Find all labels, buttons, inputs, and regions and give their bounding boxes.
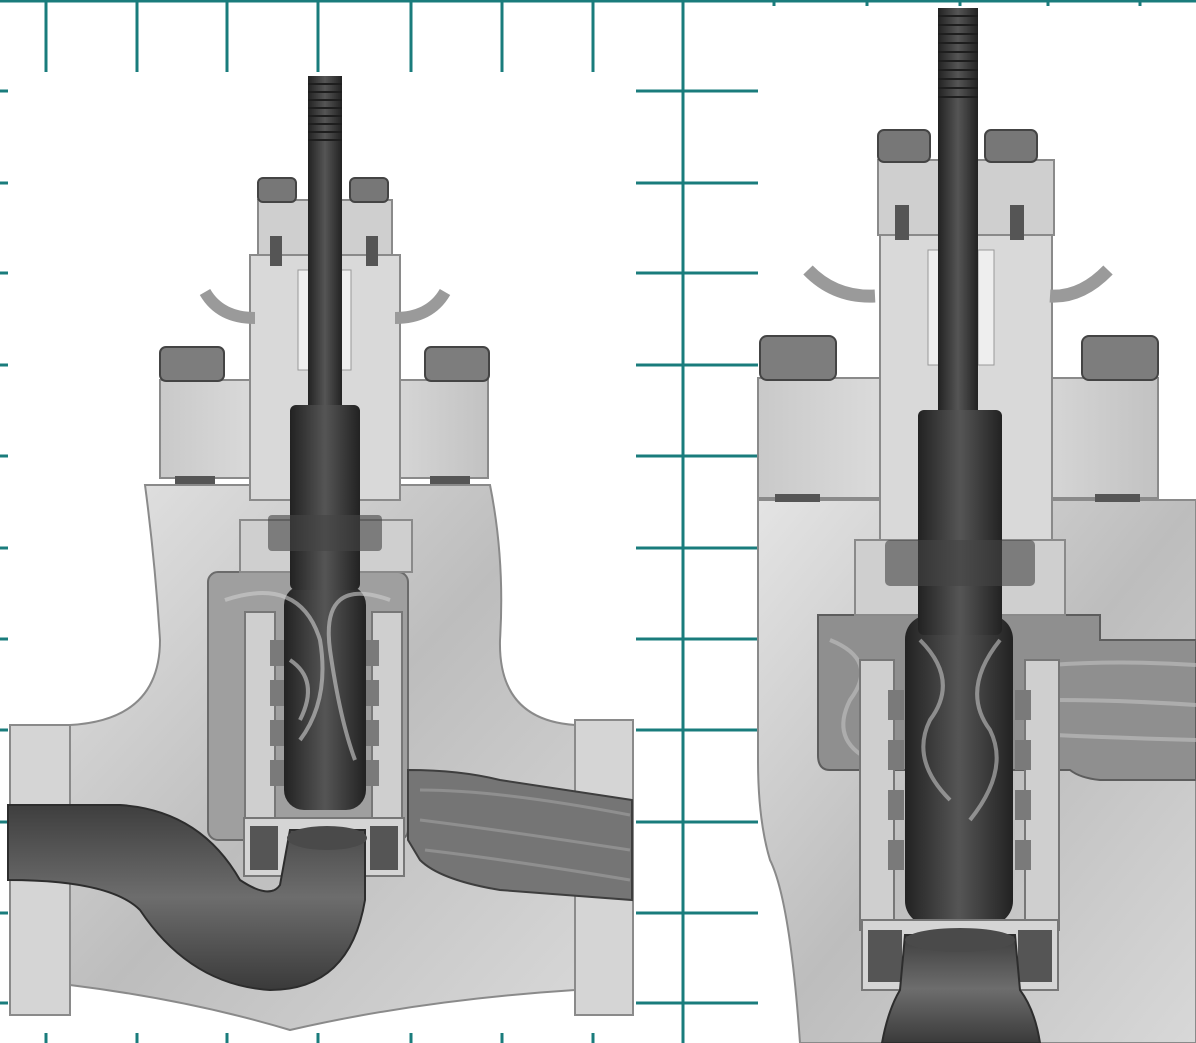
stem-icon xyxy=(308,76,342,406)
bolt-icon xyxy=(159,346,490,382)
plug xyxy=(905,615,1013,925)
stem-icon xyxy=(938,8,978,413)
plug xyxy=(284,585,366,810)
inlet-pipe xyxy=(880,934,1042,1043)
flow-path-icon xyxy=(918,638,1002,822)
valve-left xyxy=(7,76,634,1032)
outlet-pipe xyxy=(7,804,366,992)
valve-right xyxy=(757,8,1196,1043)
flow-path-icon xyxy=(224,591,391,761)
bolt-icon xyxy=(759,335,1159,381)
